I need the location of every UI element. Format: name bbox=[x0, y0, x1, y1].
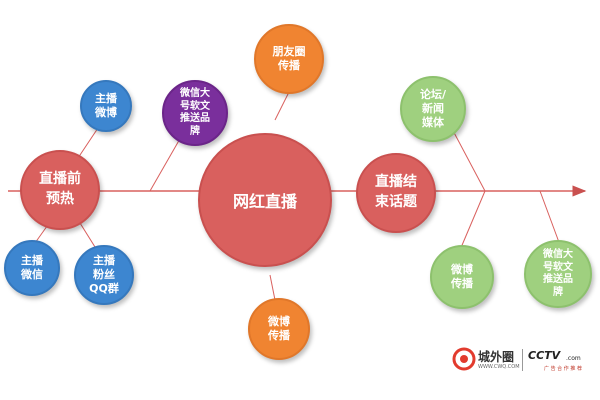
cctv-logo-com: .com bbox=[566, 355, 581, 362]
node-wechat-brand-top: 微信大 号软文 推送品 牌 bbox=[162, 80, 228, 146]
node-weibo-right: 微博 传播 bbox=[430, 245, 494, 309]
connector-moments bbox=[274, 89, 291, 121]
connector-wechat-brand-right bbox=[539, 190, 561, 246]
node-weibo-main: 主播 微博 bbox=[80, 80, 132, 132]
connector-weibo-right bbox=[459, 190, 486, 251]
chengwaiquan-logo-text: 城外圈 bbox=[478, 350, 515, 364]
connector-forum bbox=[449, 124, 486, 192]
node-forum: 论坛/ 新闻 媒体 bbox=[400, 76, 466, 142]
node-pre-live: 直播前 预热 bbox=[20, 150, 100, 230]
cctv-logo-subtitle: 广 告 合 作 推 荐 bbox=[544, 366, 582, 372]
chengwaiquan-logo-icon bbox=[452, 347, 476, 371]
node-weibo-bottom: 微博 传播 bbox=[248, 298, 310, 360]
node-wechat-main: 主播 微信 bbox=[4, 240, 60, 296]
node-fan-qq: 主播 粉丝 QQ群 bbox=[74, 245, 134, 305]
logo-divider bbox=[522, 349, 523, 371]
node-post-live: 直播结 束话题 bbox=[356, 153, 436, 233]
node-center: 网红直播 bbox=[198, 133, 332, 267]
footer-logos: 城外圈 WWW.CWQ.COM CCTV .com 广 告 合 作 推 荐 bbox=[452, 345, 587, 377]
node-moments: 朋友圈 传播 bbox=[254, 24, 324, 94]
chengwaiquan-logo-url: WWW.CWQ.COM bbox=[478, 364, 520, 370]
node-wechat-brand-right: 微信大 号软文 推送品 牌 bbox=[524, 240, 592, 308]
cctv-logo-text: CCTV bbox=[528, 349, 561, 362]
connector-weibo-bottom bbox=[269, 274, 276, 301]
